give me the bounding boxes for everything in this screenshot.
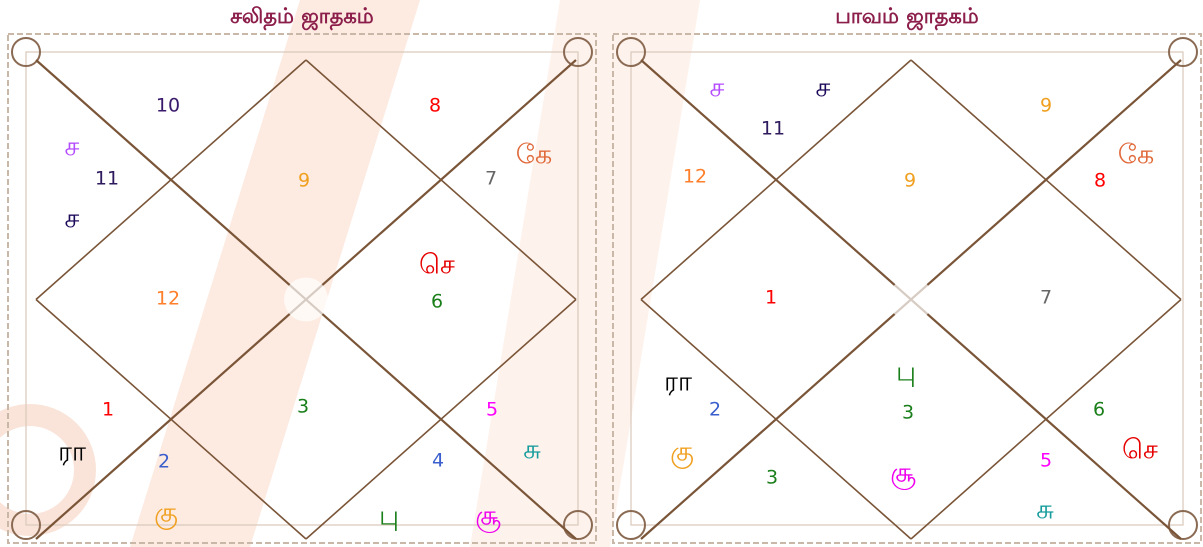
house-number: 1 bbox=[102, 401, 114, 420]
center-glow bbox=[889, 278, 933, 322]
center-glow bbox=[284, 278, 328, 322]
house-number: 12 bbox=[156, 290, 180, 309]
house-number: 9 bbox=[1040, 97, 1052, 116]
house-number: 7 bbox=[485, 170, 497, 189]
planet-label: ரா bbox=[58, 439, 86, 466]
chart-title: பாவம் ஜாதகம் bbox=[609, 4, 1203, 31]
planet-label: சூ bbox=[475, 503, 501, 530]
house-number: 7 bbox=[1040, 289, 1052, 308]
planet-label: செ bbox=[1122, 437, 1158, 464]
planet-label: கு bbox=[154, 500, 178, 527]
house-number: 8 bbox=[1094, 172, 1106, 191]
bhava-chart: பாவம் ஜாதகம் 11 9 12 9 8 1 7 2 3 6 3 5 ச ச கே பு ரா கு சூ ச… bbox=[609, 0, 1203, 547]
planet-label: ச bbox=[65, 134, 80, 161]
house-number: 9 bbox=[904, 172, 916, 191]
house-number: 2 bbox=[709, 401, 721, 420]
house-number: 5 bbox=[486, 401, 498, 420]
planet-label: கே bbox=[1118, 142, 1154, 169]
house-number: 12 bbox=[683, 168, 707, 187]
house-number: 10 bbox=[156, 97, 180, 116]
planet-label: ச bbox=[816, 75, 831, 102]
house-number: 3 bbox=[297, 398, 309, 417]
house-number: 8 bbox=[429, 97, 441, 116]
planet-label: கு bbox=[670, 439, 694, 466]
house-number: 1 bbox=[765, 289, 777, 308]
planet-label: ச bbox=[65, 206, 80, 233]
planet-label: ச bbox=[710, 75, 725, 102]
chart-title: சலிதம் ஜாதகம் bbox=[4, 4, 600, 31]
planet-label: ரா bbox=[664, 369, 692, 396]
chart-frame bbox=[4, 30, 600, 547]
house-number: 3 bbox=[766, 469, 778, 488]
house-number: 5 bbox=[1040, 452, 1052, 471]
house-number: 9 bbox=[298, 172, 310, 191]
planet-label: சு bbox=[1036, 497, 1054, 524]
planet-label: பு bbox=[896, 359, 916, 386]
house-number: 2 bbox=[158, 453, 170, 472]
planet-label: சூ bbox=[890, 460, 916, 487]
planet-label: கே bbox=[516, 142, 552, 169]
house-number: 4 bbox=[432, 452, 444, 471]
planet-label: சு bbox=[523, 437, 541, 464]
house-number: 11 bbox=[95, 170, 119, 189]
chalitham-chart: சலிதம் ஜாதகம் 10 8 11 9 7 12 6 1 3 5 2 4 ச ச கே செ ரா சு க… bbox=[4, 0, 600, 547]
house-number: 6 bbox=[1093, 401, 1105, 420]
house-number: 3 bbox=[902, 404, 914, 423]
planet-label: பு bbox=[379, 503, 399, 530]
planet-label: செ bbox=[419, 252, 455, 279]
house-number: 11 bbox=[761, 120, 785, 139]
house-number: 6 bbox=[431, 293, 443, 312]
